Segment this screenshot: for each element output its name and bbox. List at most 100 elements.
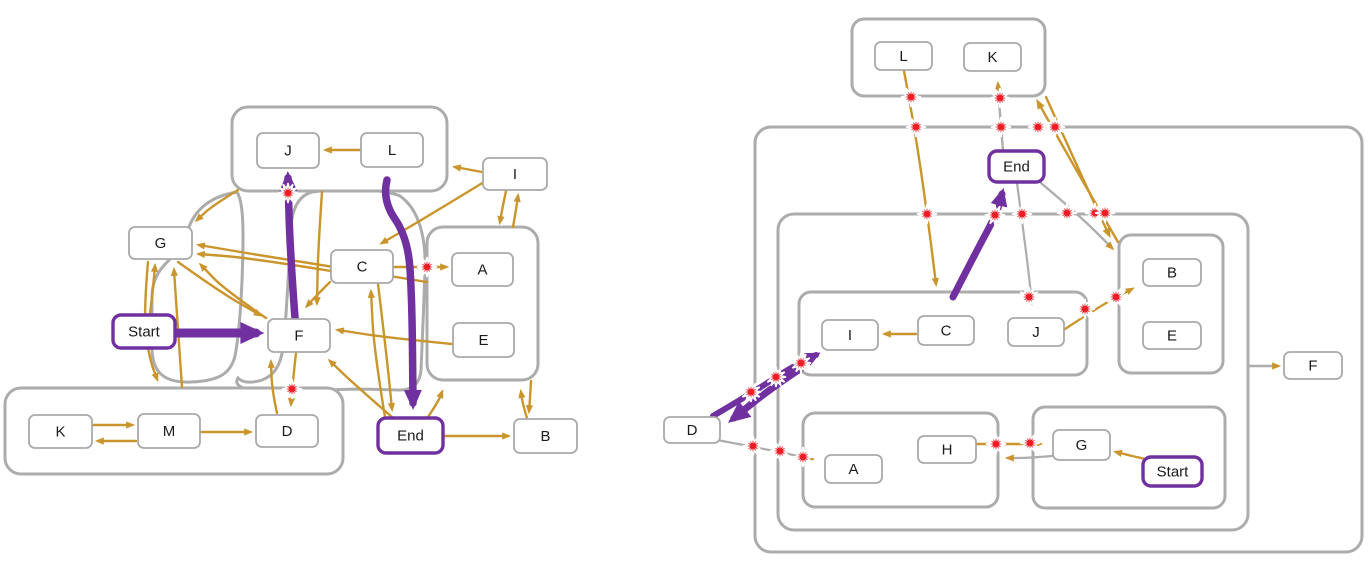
- left-node-box-E: [452, 322, 515, 358]
- left-node-label-G: G: [155, 235, 167, 252]
- left-node-label-K: K: [55, 423, 65, 440]
- right-node-label-L: L: [899, 48, 907, 65]
- left-node-label-End: End: [397, 427, 424, 444]
- left-edge-cluster-AE-to-B: [527, 379, 533, 413]
- right-collision-burst-icon-7: [1044, 116, 1066, 138]
- left-node-box-G: [128, 226, 193, 260]
- left-collision-burst-icon-1: [416, 256, 438, 278]
- right-collision-burst-icon-17: [790, 352, 812, 374]
- left-node-D: D: [255, 414, 319, 448]
- left-edge-End-to-C: [369, 290, 387, 419]
- right-collision-burst-icon-19: [769, 440, 791, 462]
- right-collision-burst-icon-8: [1094, 202, 1116, 224]
- right-node-G: G: [1052, 429, 1111, 461]
- left-node-label-A: A: [477, 261, 487, 278]
- left-edge-F-to-J: [284, 174, 299, 322]
- left-arrowhead-cluster-AE-to-G: [195, 242, 206, 250]
- left-node-label-C: C: [357, 258, 368, 275]
- right-cluster-LK: [850, 17, 1047, 98]
- right-arrowhead-D-to-I: [804, 352, 821, 366]
- right-node-label-A: A: [848, 461, 858, 478]
- right-node-box-G: [1052, 429, 1111, 461]
- left-edge-D-to-F: [269, 360, 279, 415]
- left-node-box-D: [255, 414, 319, 448]
- right-cluster-BE: [1117, 233, 1225, 375]
- left-node-box-C: [330, 249, 394, 284]
- left-arrowhead-Start-to-G: [150, 262, 159, 273]
- right-node-C: C: [917, 315, 975, 346]
- left-collision-burst-icon-0: [277, 182, 299, 204]
- left-arrowhead-B-to-cluster-AE: [518, 388, 526, 399]
- right-node-box-H: [917, 435, 977, 464]
- right-node-box-A: [824, 454, 883, 484]
- right-node-D: D: [663, 416, 721, 444]
- right-edge-End-to-cluster-BE: [1039, 181, 1114, 250]
- right-collision-burst-icon-15: [740, 381, 762, 403]
- left-arrowhead-M-to-D: [244, 428, 254, 436]
- left-arrowhead-L-to-End: [403, 389, 422, 410]
- right-node-label-H: H: [942, 441, 953, 458]
- right-collision-burst-icon-4: [990, 116, 1012, 138]
- right-collision-burst-icon-11: [1011, 203, 1033, 225]
- right-node-box-C: [917, 315, 975, 346]
- left-node-label-I: I: [513, 166, 517, 183]
- left-node-G: G: [128, 226, 193, 260]
- left-edge-B-to-cluster-AE: [519, 390, 529, 420]
- left-edge-cluster-JL-to-G: [195, 188, 240, 222]
- left-terminal-box-Start: [111, 313, 177, 350]
- left-node-L: L: [360, 132, 424, 168]
- right-collision-burst-icon-3: [989, 87, 1011, 109]
- left-edge-L-to-End: [381, 176, 417, 407]
- right-node-box-J: [1007, 317, 1065, 347]
- left-arrowhead-C-to-End: [387, 402, 395, 413]
- right-arrowhead-C-to-End: [990, 187, 1008, 208]
- left-edge-C-to-G: [197, 252, 333, 273]
- left-node-J: J: [256, 132, 320, 169]
- right-node-box-D: [663, 416, 721, 444]
- left-arrowhead-End-to-cluster-AE: [436, 389, 444, 399]
- right-node-F: F: [1283, 351, 1343, 380]
- left-node-box-I: [482, 157, 548, 191]
- left-node-box-F: [267, 318, 331, 353]
- left-node-M: M: [137, 413, 201, 449]
- left-node-K: K: [28, 414, 93, 449]
- right-collision-burst-icon-2: [916, 203, 938, 225]
- right-node-label-C: C: [941, 322, 952, 339]
- left-node-A: A: [451, 252, 514, 287]
- left-node-box-M: [137, 413, 201, 449]
- right-edge-Start-to-G: [1114, 450, 1147, 461]
- right-edge-cluster-BE-to-cluster-LK: [1036, 100, 1120, 244]
- right-arrowhead-cluster-LK-to-cluster-BE: [1102, 227, 1111, 239]
- right-node-label-Start: Start: [1157, 463, 1190, 480]
- right-node-label-E: E: [1167, 327, 1177, 344]
- left-arrowhead-I-to-cluster-JL: [451, 164, 462, 172]
- right-edge-G-to-H: [1006, 454, 1054, 460]
- right-node-label-F: F: [1308, 357, 1317, 374]
- right-node-L: L: [874, 41, 933, 71]
- right-terminal-box-End: [987, 149, 1046, 184]
- left-node-F: F: [267, 318, 331, 353]
- right-node-J: J: [1007, 317, 1065, 347]
- left-node-C: C: [330, 249, 394, 284]
- left-node-Start: Start: [111, 313, 177, 350]
- left-arrowhead-G-to-F: [253, 308, 263, 317]
- right-node-box-I: [821, 319, 879, 351]
- right-node-B: B: [1142, 258, 1202, 287]
- left-arrowhead-cluster-AE-to-B: [525, 404, 534, 415]
- right-collision-burst-icon-14: [1105, 286, 1127, 308]
- left-edge-Start-to-G: [148, 264, 157, 316]
- left-arrowhead-End-to-C: [367, 288, 375, 299]
- right-node-End: End: [987, 149, 1046, 184]
- left-arrowhead-I-to-C: [379, 236, 389, 245]
- right-collision-burst-icon-13: [1074, 298, 1096, 320]
- right-collision-burst-icon-10: [984, 204, 1006, 226]
- left-collision-burst-icon-2: [281, 378, 303, 400]
- left-edge-cluster-AE-to-I: [511, 194, 520, 229]
- right-node-label-J: J: [1032, 324, 1040, 341]
- right-collision-burst-icon-0: [900, 86, 922, 108]
- right-collision-burst-icon-18: [742, 435, 764, 457]
- left-arrowhead-Start-to-F: [240, 322, 265, 344]
- right-node-K: K: [963, 42, 1022, 72]
